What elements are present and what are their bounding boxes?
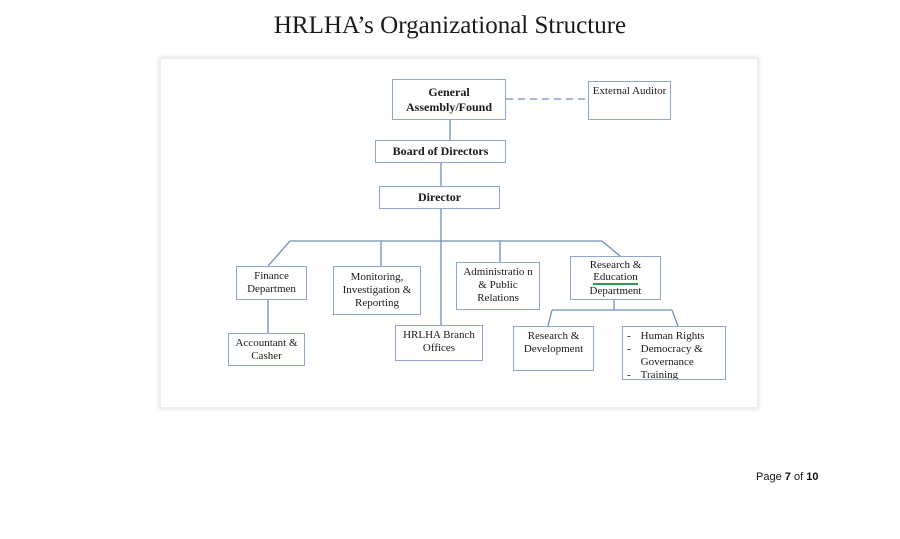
- node-research-education-line3: Department: [589, 285, 642, 297]
- page-number-prefix: Page: [756, 471, 782, 483]
- node-general-assembly-label: General Assembly/Found: [405, 84, 493, 114]
- program-item: - Human Rights: [627, 330, 705, 343]
- page-number: Page 7 of 10: [756, 471, 818, 483]
- program-item-label: Democracy & Governance: [640, 343, 703, 368]
- program-item: - Democracy & Governance: [627, 343, 721, 369]
- page-number-current: 7: [784, 471, 791, 483]
- node-monitoring: Monitoring, Investigation & Reporting: [333, 266, 421, 315]
- node-finance: Finance Departmen: [236, 266, 307, 300]
- node-research-education: Research & Education Department: [570, 256, 661, 300]
- node-accountant-label: Accountant & Casher: [235, 336, 298, 362]
- node-external-auditor: External Auditor: [588, 81, 671, 120]
- page-number-total: 10: [806, 471, 819, 483]
- node-research-education-line2: Education: [593, 271, 638, 285]
- connector-research-drop: [601, 240, 621, 257]
- node-branch-label: HRLHA Branch Offices: [403, 329, 475, 354]
- node-board-of-directors: Board of Directors: [375, 140, 506, 163]
- node-external-auditor-label: External Auditor: [592, 85, 667, 97]
- node-administration-label: Administratio n & Public Relations: [463, 266, 533, 304]
- node-research-dev-label: Research & Development: [523, 330, 584, 355]
- node-director-label: Director: [417, 190, 462, 204]
- node-general-assembly: General Assembly/Found: [392, 79, 506, 120]
- page-number-sep: of: [793, 471, 804, 483]
- node-administration: Administratio n & Public Relations: [456, 262, 540, 310]
- program-bullet: -: [627, 330, 631, 342]
- node-monitoring-label: Monitoring, Investigation & Reporting: [342, 271, 412, 309]
- node-director: Director: [379, 186, 500, 209]
- node-branch-offices: HRLHA Branch Offices: [395, 325, 483, 361]
- program-bullet: -: [627, 369, 631, 380]
- connector-programs-drop: [671, 309, 679, 327]
- connector-research-dev-drop: [547, 309, 553, 327]
- program-item: - Training: [627, 369, 679, 380]
- page-title: HRLHA’s Organizational Structure: [273, 12, 627, 39]
- program-item-label: Human Rights: [640, 330, 705, 342]
- node-program-list: - Human Rights - Democracy & Governance …: [622, 326, 726, 380]
- node-finance-label: Finance Departmen: [247, 270, 296, 295]
- program-item-label: Training: [640, 369, 679, 380]
- node-research-development: Research & Development: [513, 326, 594, 371]
- connector-finance-drop: [267, 240, 291, 267]
- program-bullet: -: [627, 343, 631, 355]
- node-board-label: Board of Directors: [392, 144, 489, 158]
- node-accountant: Accountant & Casher: [228, 333, 305, 366]
- node-research-education-line1: Research &: [589, 259, 642, 271]
